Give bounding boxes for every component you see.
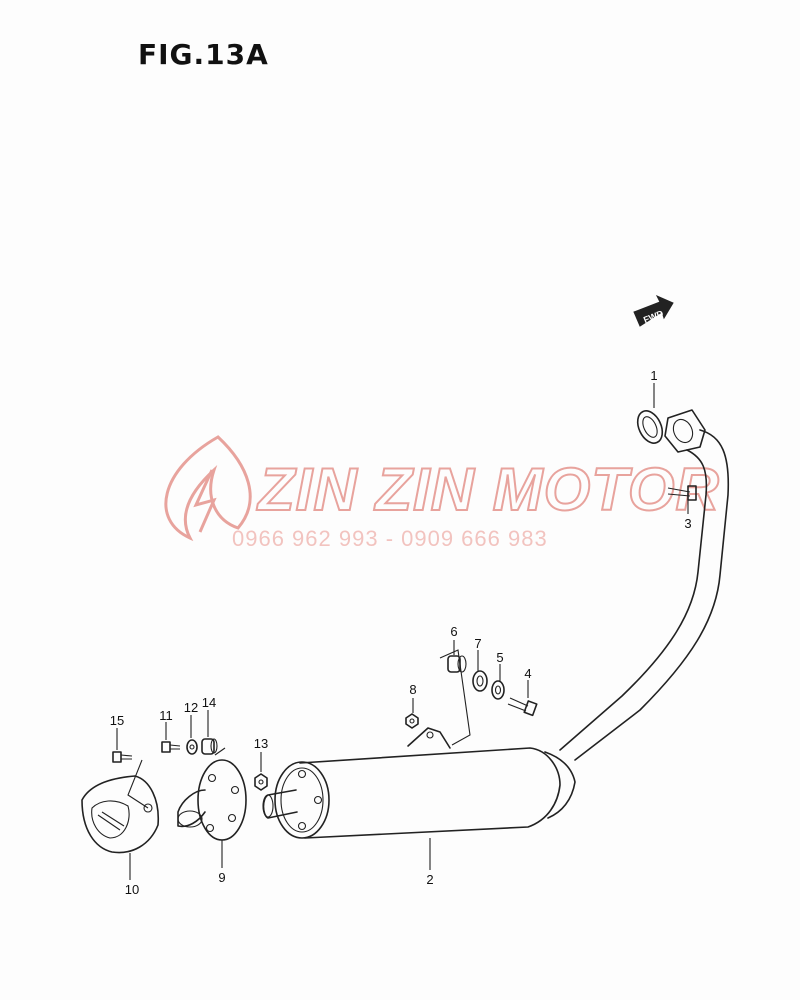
callout-labels: 1 2 3 4 5 6 7 8 9 10 11 12 13 14 15 [110,368,692,897]
watermark-phones: 0966 962 993 - 0909 666 983 [232,526,548,551]
callout-7: 7 [474,636,481,651]
hardware-bracket-outline [439,649,471,746]
callout-9: 9 [218,870,225,885]
callout-8: 8 [409,682,416,697]
watermark: ZIN ZIN MOTOR 0966 962 993 - 0909 666 98… [164,435,720,551]
part-15-screw [112,751,133,763]
part-12-washer [186,739,198,755]
part-13-nut [254,773,268,791]
callout-4: 4 [524,666,531,681]
callout-6: 6 [450,624,457,639]
leader-lines [116,383,689,880]
part-7-grommet [472,670,488,692]
callout-12: 12 [184,700,198,715]
exhaust-flange [664,409,706,453]
watermark-name: ZIN ZIN MOTOR [256,456,720,523]
callout-1: 1 [650,368,657,383]
header-pipe [559,429,730,761]
callout-3: 3 [684,516,691,531]
part-2-muffler [262,727,576,839]
part-5-washer [491,680,505,700]
part-1-gasket [636,410,664,444]
callout-11: 11 [159,708,173,723]
part-14-collar [201,738,218,755]
callout-14: 14 [202,695,216,710]
callout-5: 5 [496,650,503,665]
part-3-bolt [667,485,697,501]
callout-2: 2 [426,872,433,887]
part-10-end-cap [81,759,160,854]
part-4-bolt [507,697,538,717]
callout-10: 10 [125,882,139,897]
callout-15: 15 [110,713,124,728]
part-8-nut [405,713,419,729]
flame-logo-icon [164,435,252,542]
callout-13: 13 [254,736,268,751]
figure-title: FIG.13A [138,38,269,71]
fwd-arrow-icon: FWD [633,294,674,327]
part-6-collar [447,655,467,673]
part-11-screw [161,741,181,753]
part-9-tail-pipe [177,747,247,841]
